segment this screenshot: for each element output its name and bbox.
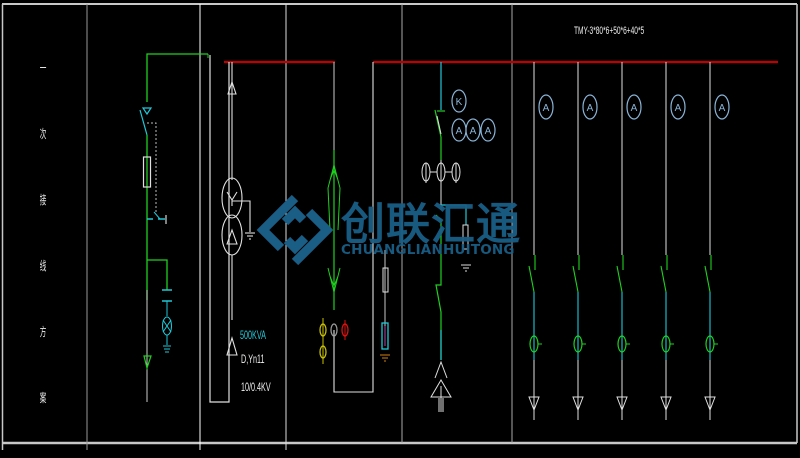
feeder-branch: A [660,62,686,420]
ammeter-icon [670,94,686,120]
svg-text:A: A [456,126,463,137]
incoming-feeder [139,53,230,403]
fuse-icon [142,156,152,188]
ammeter-icon [582,94,598,120]
title-char: 方 [39,325,47,339]
transformer-capacity: 500KVA [240,328,266,342]
ammeter-icon [714,94,730,120]
transformer-secondary-icon [221,214,243,256]
title-char: 一 [39,61,47,75]
feeder-breaker-icon [704,265,711,293]
feeder-breaker-icon [660,265,667,293]
title-char: 次 [39,127,47,141]
svg-text:A: A [675,103,682,114]
feeder-breaker-icon [572,265,579,293]
svg-text:A: A [719,103,726,114]
feeder-branch: A [572,62,598,420]
cable-head-icon [141,107,153,116]
feeder-breaker-icon [528,265,535,293]
transformer-unit [221,62,255,356]
svg-text:A: A [587,103,594,114]
scheme-title-vertical: 一 次 接 线 方 案 [36,62,50,458]
svg-text:A: A [631,103,638,114]
transformer-primary-icon [221,177,243,219]
cable-terminal-icon [704,396,716,412]
main-circuit-breaker-icon [434,109,442,138]
ammeter-icon [480,118,496,142]
cable-terminal-icon [660,396,672,412]
cable-terminal-icon [616,396,628,412]
cable-terminal-icon [528,396,540,412]
svg-text:A: A [485,126,492,137]
ammeter-icon [538,94,554,120]
transformer-voltage: 10/0.4KV [241,380,271,394]
ammeter-icon [465,118,481,142]
disconnector-unit [319,62,390,393]
transformer-vector-group: D,Yn11 [241,352,265,366]
svg-text:A: A [543,103,550,114]
capacitor-bank-icon [430,360,452,412]
load-switch-icon [139,109,148,136]
title-char: 接 [39,193,47,207]
title-char: 线 [39,259,47,273]
feeder-branch: A [704,62,730,420]
busbar-spec-label: TMY-3*80*6+50*6+40*5 [574,25,645,37]
frame [1,3,798,450]
metering-labels: K A A A [456,97,492,137]
title-char: 案 [39,391,47,405]
metering-meters [451,89,496,142]
feeder-branch: A [616,62,642,420]
svg-text:K: K [456,97,463,108]
ammeter-icon [626,94,642,120]
surge-arrester-icon [381,322,389,350]
cable-terminal-icon [143,355,152,371]
feeder-branch: A [528,62,554,420]
cable-terminal-icon [572,396,584,412]
feeder-breaker-icon [616,265,623,293]
svg-text:A: A [470,126,477,137]
kvar-meter-icon [451,89,467,113]
main-breaker-unit [421,62,471,412]
